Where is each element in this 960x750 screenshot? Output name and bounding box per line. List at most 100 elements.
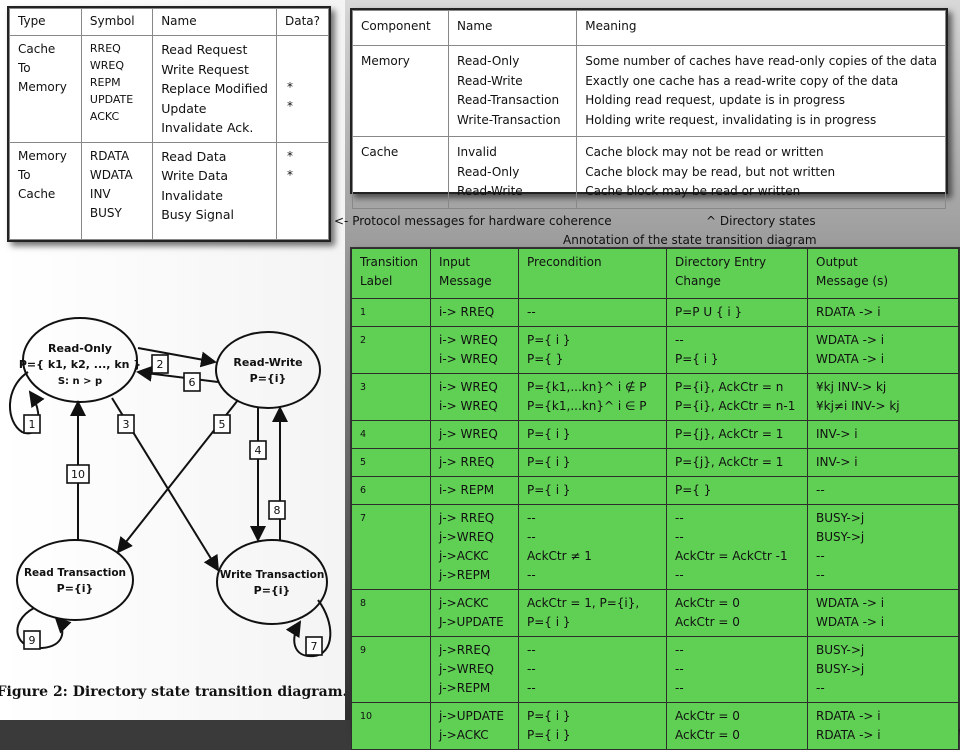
transition-label-cell: 2 xyxy=(351,326,431,374)
write-transaction-state xyxy=(216,539,328,625)
transition-label-box xyxy=(183,372,201,392)
header-data: Data? xyxy=(275,8,330,36)
transition-label-cell: 1 xyxy=(351,298,431,327)
meaning-cell: Some number of caches have read-only cop… xyxy=(576,45,946,137)
transition-label-box xyxy=(117,414,135,434)
data-cell: ** xyxy=(275,141,330,240)
transition-label-cell: 3 xyxy=(351,373,431,421)
transition-input-cell: i-> REPM xyxy=(430,476,519,505)
transition-pre-cell: ------ xyxy=(518,636,667,703)
transition-label-number: 10 xyxy=(71,468,85,481)
transition-input-cell: j-> WREQ xyxy=(430,420,519,449)
transition-arrow-6 xyxy=(136,365,219,383)
transition-change-cell: P=P U { i } xyxy=(666,298,808,327)
header-type: Type xyxy=(9,8,82,36)
transition-change-cell: --P={ i } xyxy=(666,326,808,374)
transition-pre-cell: AckCtr = 1, P={i},P={ i } xyxy=(518,589,667,637)
transition-label-number: 8 xyxy=(274,504,281,517)
header-component: Component xyxy=(351,10,450,46)
transition-label-number: 4 xyxy=(255,444,262,457)
transition-label-box xyxy=(305,636,323,656)
transition-label-cell: 7 xyxy=(351,504,431,590)
transition-change-cell: ----AckCtr = AckCtr -1-- xyxy=(666,504,808,590)
figure-caption: Figure 2: Directory state transition dia… xyxy=(0,684,345,700)
write-transaction-state-label: Write Transaction xyxy=(220,569,325,581)
transition-arrow-2 xyxy=(137,347,217,368)
directory-states-caption: ^ Directory states xyxy=(706,214,816,228)
transition-label-cell: 4 xyxy=(351,420,431,449)
component-cell: Memory xyxy=(351,45,450,137)
header-precondition: Precondition xyxy=(518,248,667,299)
data-cell: ** xyxy=(275,35,330,143)
transition-pre-cell: P={ i }P={ } xyxy=(518,326,667,374)
transition-label-box xyxy=(66,464,90,484)
read-write-state-sub: P={i} xyxy=(250,372,287,385)
transition-pre-cell: P={ i } xyxy=(518,420,667,449)
transition-input-cell: j-> RREQ xyxy=(430,448,519,477)
transition-pre-cell: -- xyxy=(518,298,667,327)
transition-input-cell: i-> RREQ xyxy=(430,298,519,327)
component-cell: Cache xyxy=(351,136,450,209)
transition-label-box xyxy=(249,440,267,460)
transition-label-box xyxy=(23,630,41,650)
transition-change-cell: P={j}, AckCtr = 1 xyxy=(666,420,808,449)
transition-arrow-1 xyxy=(9,371,45,435)
protocol-caption: <- Protocol messages for hardware cohere… xyxy=(334,214,612,228)
transition-pre-cell: P={ i }P={ i } xyxy=(518,702,667,750)
transition-pre-cell: P={ i } xyxy=(518,476,667,505)
transition-label-number: 9 xyxy=(29,634,36,647)
transition-output-cell: INV-> i xyxy=(807,420,959,449)
transition-label-box xyxy=(151,354,169,374)
read-only-state-label: Read-Only xyxy=(48,342,112,355)
transition-label-cell: 10 xyxy=(351,702,431,750)
header-meaning: Meaning xyxy=(576,10,946,46)
transition-label-box xyxy=(23,414,41,434)
annotation-caption: Annotation of the state transition diagr… xyxy=(563,233,817,247)
state-transition-diagram: Read-Only P={ k1, k2, ..., kn } S: n > p… xyxy=(0,317,345,700)
transition-label-number: 1 xyxy=(29,418,36,431)
read-transaction-state-sub: P={i} xyxy=(57,582,94,595)
read-transaction-state-label: Read Transaction xyxy=(24,567,126,579)
transition-change-cell: P={ } xyxy=(666,476,808,505)
transition-arrow-9 xyxy=(16,607,72,650)
read-only-state-sub2: S: n > p xyxy=(58,376,102,387)
transition-pre-cell: ----AckCtr ≠ 1-- xyxy=(518,504,667,590)
transition-output-cell: INV-> i xyxy=(807,448,959,477)
header-name: Name xyxy=(448,10,578,46)
transition-label-box xyxy=(268,500,286,520)
transition-label-cell: 8 xyxy=(351,589,431,637)
read-transaction-state xyxy=(16,539,134,621)
transition-pre-cell: P={ i } xyxy=(518,448,667,477)
transition-label-box xyxy=(213,414,231,434)
read-only-state-sub: P={ k1, k2, ..., kn } xyxy=(19,358,141,371)
